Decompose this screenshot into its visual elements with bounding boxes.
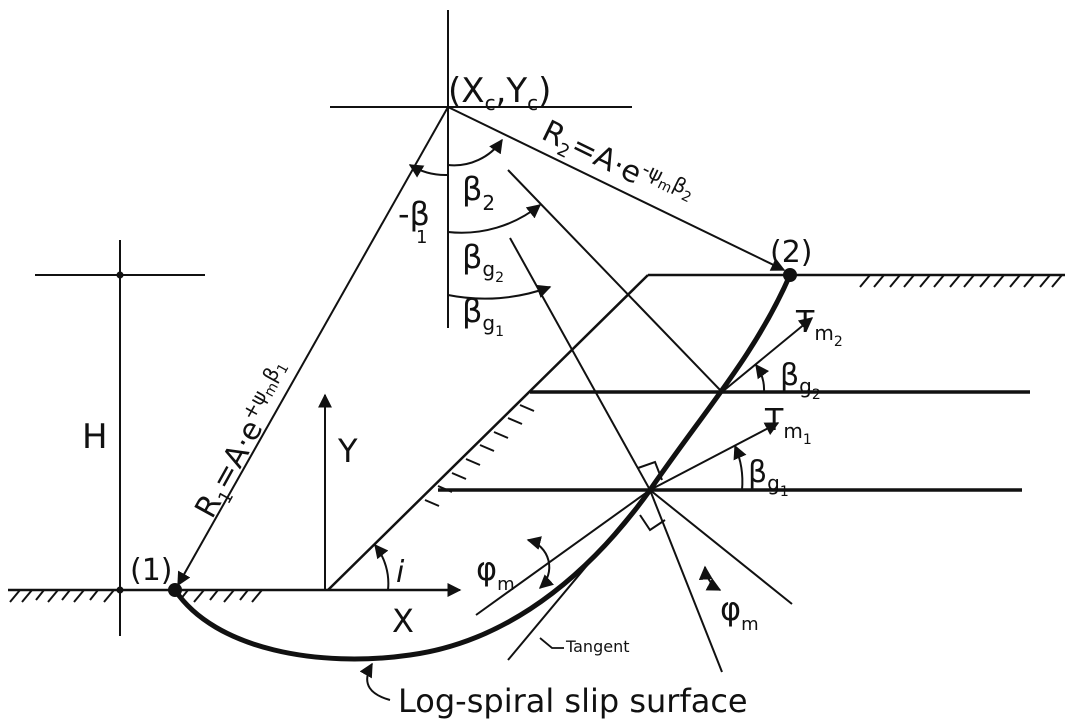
center-lines xyxy=(330,10,632,328)
height-top-tick xyxy=(116,271,124,279)
radius-r2-line xyxy=(447,106,786,271)
xy-axes xyxy=(318,393,462,597)
phi-right-line xyxy=(649,489,723,673)
slope-angle-label: i xyxy=(396,555,405,590)
y-axis-label: Y xyxy=(337,432,358,470)
phi-right-arc xyxy=(698,565,722,591)
angle-arcs xyxy=(408,138,552,300)
height-dimension xyxy=(35,240,205,636)
center-label: (Xc,Yc) xyxy=(448,71,551,115)
slope-face xyxy=(327,274,649,591)
betag2-label: βg2 xyxy=(462,238,504,286)
beta2-label: β2 xyxy=(462,170,495,215)
phi-left-line xyxy=(475,489,651,616)
hatch-toe-right xyxy=(179,589,263,603)
slip-surface-label: Log-spiral slip surface xyxy=(398,682,748,720)
point-1-label: (1) xyxy=(130,553,173,588)
normal-line xyxy=(649,489,793,605)
betag1-label: βg1 xyxy=(462,292,504,340)
hatch-crest xyxy=(859,274,1063,288)
betag1-right-arc xyxy=(733,444,747,491)
height-label: H xyxy=(82,417,108,457)
point-2-label: (2) xyxy=(770,235,813,270)
log-spiral-slip-surface xyxy=(172,273,793,662)
r1-label: R1=A·e+ψmβ1 xyxy=(185,355,306,526)
point-2-marker xyxy=(783,268,797,282)
slip-surface-leader xyxy=(359,662,391,701)
r2-label: R2=A·e-ψmβ2 xyxy=(535,110,699,220)
tm2-label: Tm2 xyxy=(795,305,843,350)
betag1-arc xyxy=(447,284,552,300)
phi-right-label: φm xyxy=(720,590,759,635)
right-angle-marks xyxy=(637,460,666,532)
tangent-leader xyxy=(539,637,564,649)
beta2-arc xyxy=(447,138,503,167)
force-vectors xyxy=(649,317,814,491)
tm1-label: Tm1 xyxy=(764,403,812,448)
tangent-group xyxy=(475,489,722,661)
beta1-arc xyxy=(408,164,449,178)
soil-hatching xyxy=(9,274,1063,603)
x-axis-label: X xyxy=(392,602,414,640)
height-bottom-tick xyxy=(116,586,124,594)
betag2-right-label: βg2 xyxy=(780,358,821,403)
hatch-toe-left xyxy=(9,589,115,603)
radius-r1-line xyxy=(177,106,449,587)
phi-left-label: φm xyxy=(476,550,515,595)
labels: (Xc,Yc) (1) (2) H Y X i R1=A·e+ψmβ1 R2=A… xyxy=(82,71,843,720)
point-1-marker xyxy=(168,583,182,597)
tangent-label: Tangent xyxy=(565,637,629,656)
phi-left-arc xyxy=(526,536,555,589)
radius-lines xyxy=(177,106,793,673)
betag2-arc xyxy=(447,204,542,234)
radius-betag1-line xyxy=(509,237,651,491)
slope-angle-arc xyxy=(374,543,390,591)
right-angle-lower xyxy=(639,514,666,532)
right-angle-upper xyxy=(637,460,663,481)
radius-betag2-line xyxy=(507,169,723,393)
betag1-right-label: βg1 xyxy=(748,455,789,500)
hatch-slope xyxy=(424,404,535,507)
tm2-vector xyxy=(721,317,814,393)
tangent-line xyxy=(507,489,651,661)
tm1-vector xyxy=(649,422,780,491)
betag2-right-arc xyxy=(755,363,770,393)
